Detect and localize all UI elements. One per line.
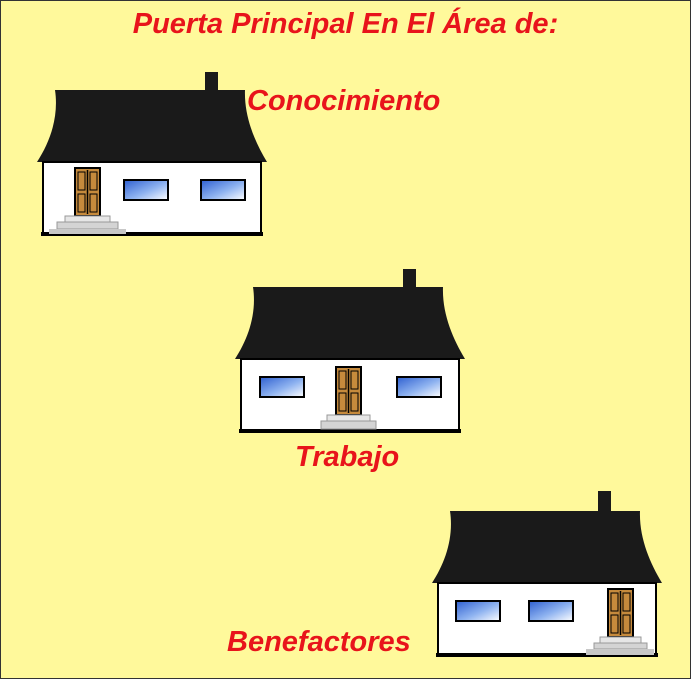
door xyxy=(607,588,634,638)
chimney xyxy=(598,491,611,511)
house-work xyxy=(235,269,465,433)
roof xyxy=(432,511,662,583)
house-knowledge xyxy=(37,72,267,236)
label-benefactors: Benefactores xyxy=(227,626,411,658)
window xyxy=(455,600,501,622)
window xyxy=(396,376,442,398)
steps xyxy=(49,215,126,234)
house-benefactors xyxy=(432,491,662,657)
window xyxy=(123,179,169,201)
label-knowledge: Conocimiento xyxy=(247,85,441,117)
label-work: Trabajo xyxy=(295,441,400,473)
chimney xyxy=(403,269,416,287)
door xyxy=(335,366,362,416)
door xyxy=(74,167,101,217)
diagram-title: Puerta Principal En El Área de: xyxy=(132,8,559,40)
chimney xyxy=(205,72,218,90)
steps xyxy=(320,414,377,430)
window xyxy=(528,600,574,622)
steps xyxy=(586,636,654,655)
window xyxy=(259,376,305,398)
roof xyxy=(235,287,465,359)
roof xyxy=(37,90,267,162)
window xyxy=(200,179,246,201)
